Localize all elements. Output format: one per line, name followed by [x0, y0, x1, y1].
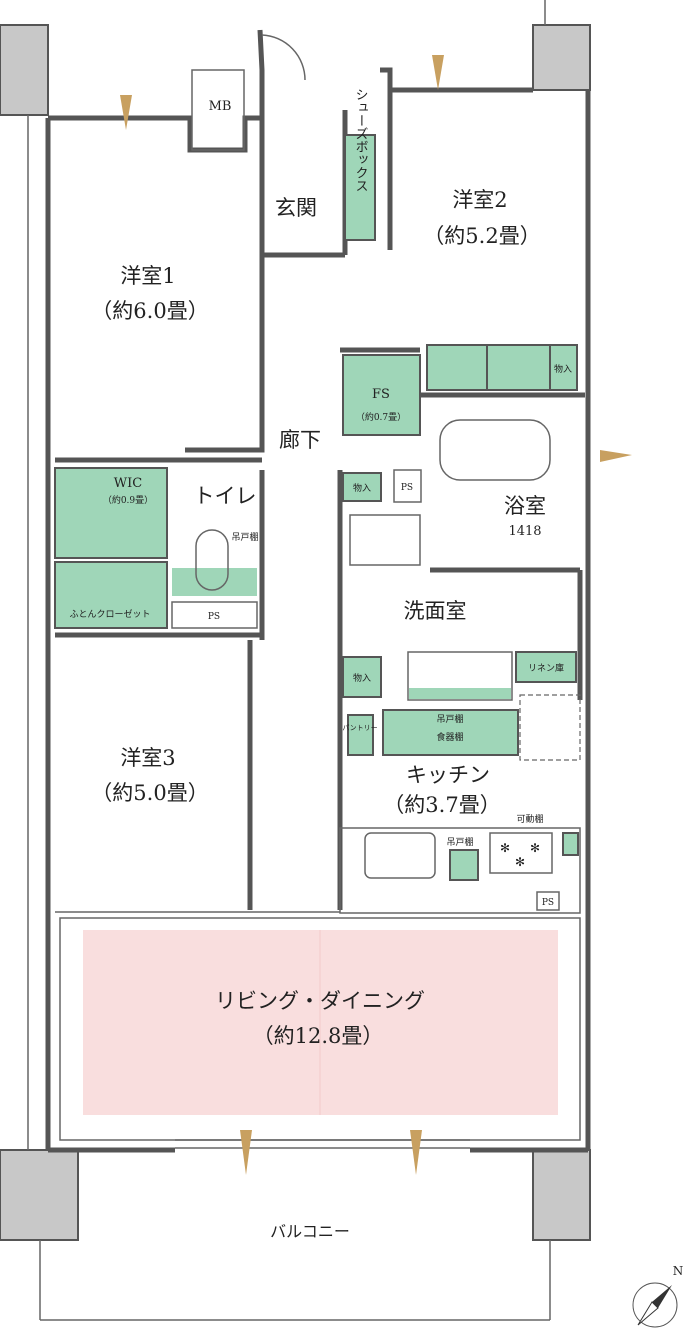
storage-label: 物入: [353, 672, 371, 684]
kitchen-name: キッチン: [406, 763, 490, 787]
movable-shelf-label: 可動棚: [516, 813, 543, 825]
burner-icon: ✻: [530, 841, 540, 855]
living-size: （約12.8畳）: [253, 1024, 384, 1048]
wic: [54, 467, 168, 559]
washing-machine-space: [407, 651, 513, 701]
mb-box: [191, 69, 245, 151]
hall-storage: [342, 472, 382, 502]
washroom-label: 洗面室: [404, 599, 467, 623]
living-name: リビング・ダイニング: [215, 989, 425, 1013]
toilet-label: トイレ: [194, 484, 257, 508]
fs-name: FS: [372, 387, 390, 402]
western2-closet: 物入: [426, 344, 578, 391]
storage-label: 物入: [353, 482, 371, 494]
linen-closet: [515, 651, 577, 683]
ps-label: PS: [542, 898, 554, 908]
shoebox-label: シューズボックス: [353, 88, 368, 192]
column-top-right: [532, 24, 591, 91]
bathtub-icon: [439, 419, 551, 481]
stove-icon: [489, 832, 553, 874]
hanging-cabinet-label: 吊戸棚: [436, 713, 463, 725]
futon-closet-label: ふとんクローゼット: [69, 608, 150, 620]
toilet-cabinet: [172, 568, 257, 596]
column-bottom-left: [0, 1149, 79, 1241]
western1-name: 洋室1: [120, 264, 175, 288]
wic-name: WIC: [114, 476, 142, 491]
washbasin-icon: [349, 514, 421, 566]
toilet-icon: [195, 529, 229, 591]
hanging-cabinet-label: 吊戸棚: [231, 531, 258, 543]
fs-size: （約0.7畳）: [356, 411, 406, 423]
linen-label: リネン庫: [528, 662, 564, 674]
hanging-cabinet-label: 吊戸棚: [446, 836, 473, 848]
kitchen-size: （約3.7畳）: [383, 793, 500, 817]
fs-storage: [342, 354, 421, 436]
bath-size: 1418: [508, 524, 541, 539]
futon-closet: [54, 561, 168, 629]
outer-wall-top-left: [48, 29, 265, 153]
sink-icon: [364, 832, 436, 879]
ps-label: PS: [401, 483, 413, 493]
western3-name: 洋室3: [120, 746, 175, 770]
fridge-space: [519, 694, 581, 761]
pantry-label: パントリー: [342, 724, 377, 732]
kitchen-counter: [339, 827, 581, 914]
bath-name: 浴室: [504, 494, 546, 518]
ps-label: PS: [208, 612, 220, 622]
entrance-door[interactable]: [261, 34, 306, 81]
balcony-label: バルコニー: [270, 1222, 350, 1241]
column-bottom-right: [532, 1149, 591, 1241]
western2-name: 洋室2: [452, 188, 507, 212]
entrance-label: 玄関: [275, 196, 317, 220]
mb-label: MB: [209, 99, 232, 114]
pantry: [347, 714, 374, 756]
hallway-label: 廊下: [279, 428, 321, 452]
dish-shelf-label: 食器棚: [436, 731, 463, 743]
wic-size: （約0.9畳）: [103, 494, 153, 506]
western2-size: （約5.2畳）: [423, 224, 540, 248]
outer-wall-top-right: [380, 67, 533, 93]
dish-shelf: [382, 709, 519, 756]
western1-size: （約6.0畳）: [91, 299, 208, 323]
north-label: N: [673, 1264, 684, 1278]
storage-label: 物入: [554, 363, 572, 375]
column-top-left: [0, 24, 49, 116]
north-compass-icon: N: [632, 1264, 684, 1328]
burner-icon: ✻: [500, 841, 510, 855]
western3-size: （約5.0畳）: [91, 781, 208, 805]
vent-icon: [120, 55, 632, 1175]
burner-icon: ✻: [515, 855, 525, 869]
shoebox: [344, 134, 376, 241]
